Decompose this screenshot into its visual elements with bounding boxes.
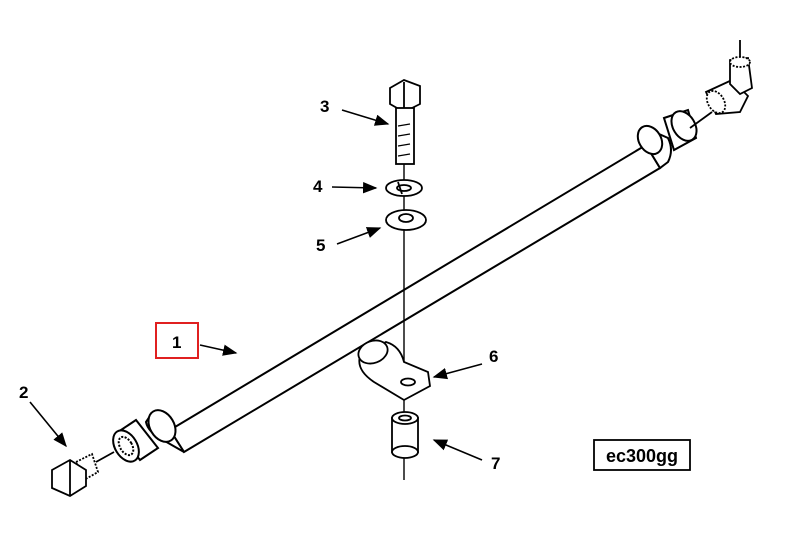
leader-2 [29, 401, 67, 448]
hex-bolt [389, 79, 421, 165]
callout-4[interactable]: 4 [313, 177, 323, 196]
lock-washer [385, 179, 423, 197]
plug-bolt [51, 451, 115, 498]
tube-clamp [357, 339, 431, 402]
tube-assembly [112, 108, 698, 463]
leader-1 [199, 344, 238, 356]
elbow-fitting [689, 40, 753, 129]
callout-3[interactable]: 3 [320, 97, 329, 116]
callout-1-highlight [155, 322, 199, 359]
callout-2[interactable]: 2 [19, 383, 28, 402]
callout-5[interactable]: 5 [316, 236, 325, 255]
leader-6 [432, 363, 483, 380]
leader-5 [336, 227, 382, 245]
figure-code-box [593, 439, 691, 471]
leader-3 [341, 109, 390, 126]
leader-7 [432, 439, 483, 461]
leader-4 [331, 181, 378, 194]
flat-washer [385, 209, 427, 231]
callout-leaders [29, 109, 483, 461]
figure-code: ec300gg [606, 446, 678, 466]
callout-6[interactable]: 6 [489, 347, 498, 366]
callout-7[interactable]: 7 [491, 454, 500, 473]
spacer-bushing [391, 411, 419, 459]
callout-1[interactable]: 1 [172, 333, 181, 352]
